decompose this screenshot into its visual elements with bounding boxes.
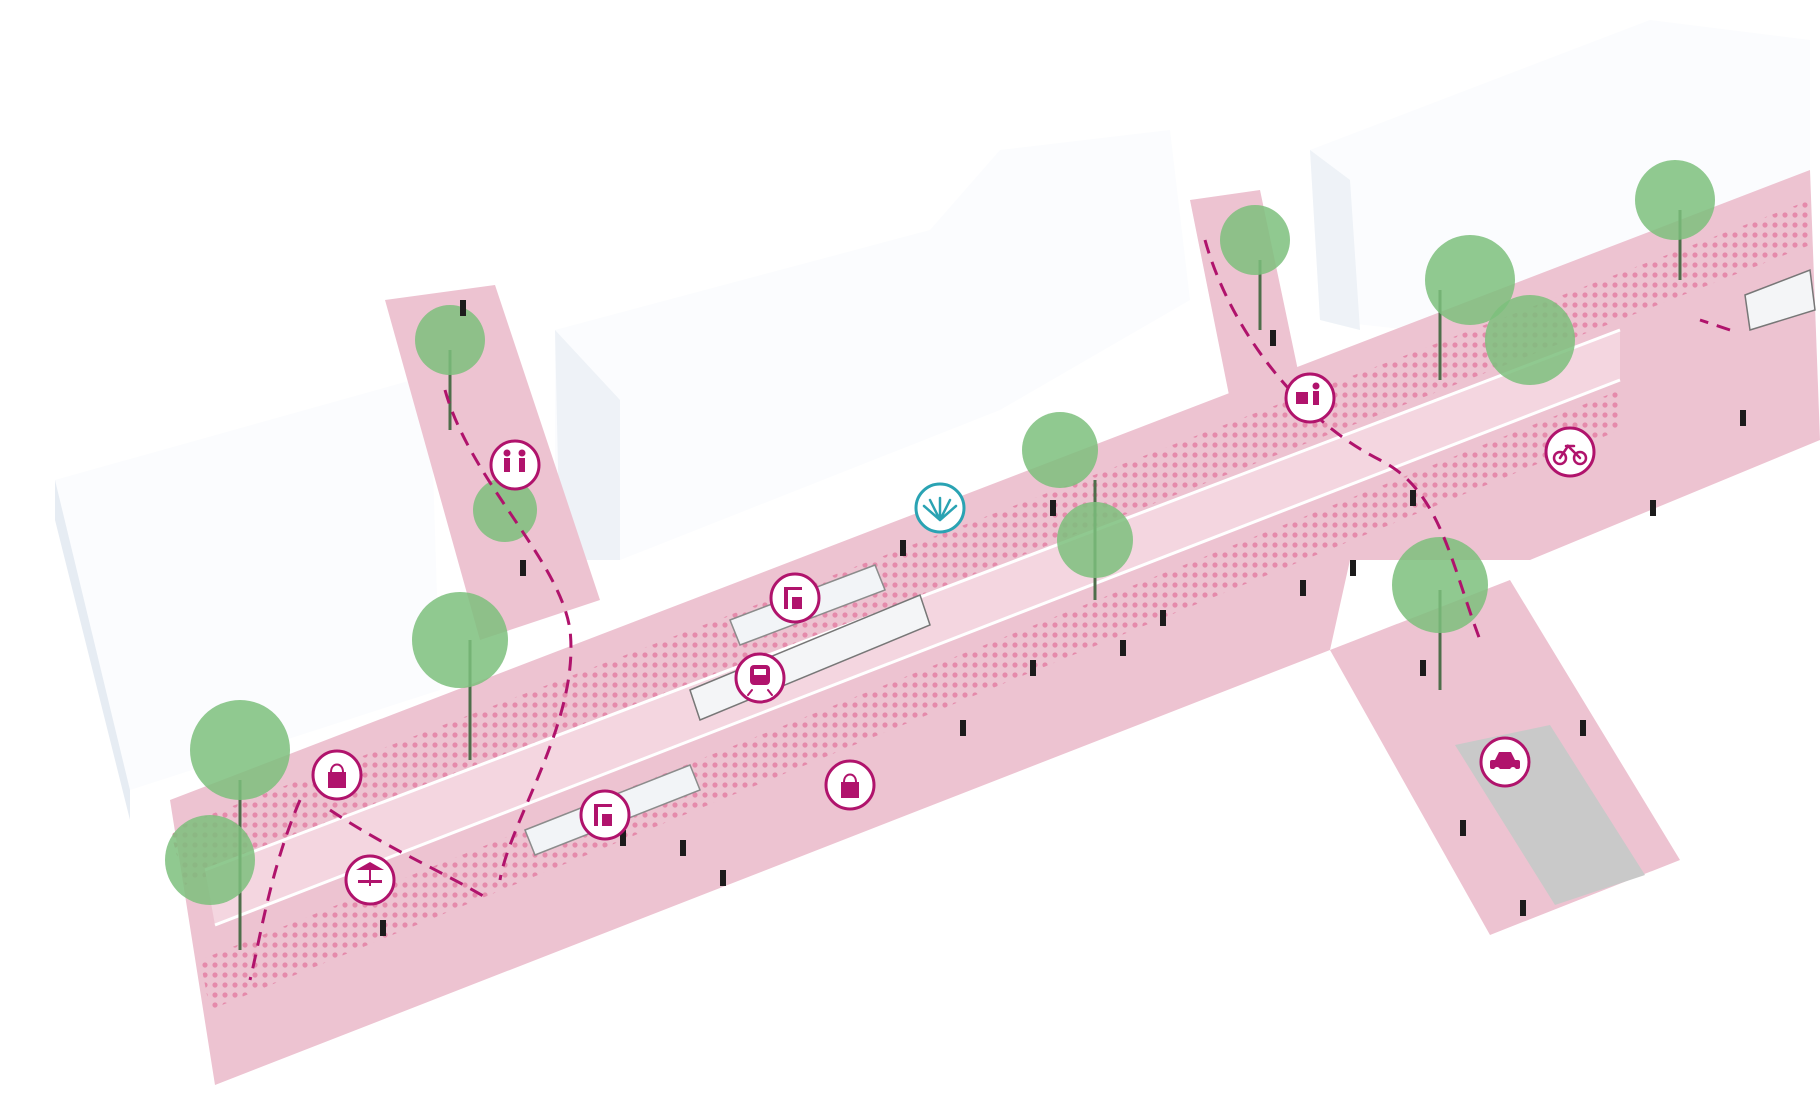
tree xyxy=(1220,205,1290,330)
tram-shelter-icon xyxy=(769,572,821,624)
fountain-icon xyxy=(914,482,966,534)
tree xyxy=(1425,235,1575,385)
tram-shelter-icon xyxy=(579,789,631,841)
outdoor-cafe-icon xyxy=(344,854,396,906)
tram-icon xyxy=(734,652,786,704)
tree xyxy=(1022,412,1133,600)
shopping-bag-icon xyxy=(311,749,363,801)
bicycle-icon xyxy=(1544,426,1596,478)
route-side-street xyxy=(443,389,573,881)
side-street-middle xyxy=(1190,190,1300,400)
tree xyxy=(1635,160,1715,280)
tram-right xyxy=(1744,268,1816,331)
route-tram-arrival xyxy=(1699,318,1731,332)
sidewalk-south xyxy=(200,390,1620,1010)
icons xyxy=(311,372,1596,906)
tree xyxy=(1392,537,1488,690)
route-delivery xyxy=(1203,239,1482,641)
tree xyxy=(415,305,537,542)
taxi-icon xyxy=(1479,736,1531,788)
building-middle xyxy=(555,130,1190,560)
tree xyxy=(165,700,290,950)
shopping-bag-icon xyxy=(824,759,876,811)
routes xyxy=(248,239,1731,981)
route-cafe xyxy=(329,808,491,902)
route-west xyxy=(248,799,302,981)
sidewalk-north xyxy=(170,200,1810,885)
trees xyxy=(165,160,1715,950)
pedestrians-icon xyxy=(489,439,541,491)
tree xyxy=(412,592,508,760)
building-left xyxy=(55,375,440,790)
delivery-icon xyxy=(1284,372,1336,424)
